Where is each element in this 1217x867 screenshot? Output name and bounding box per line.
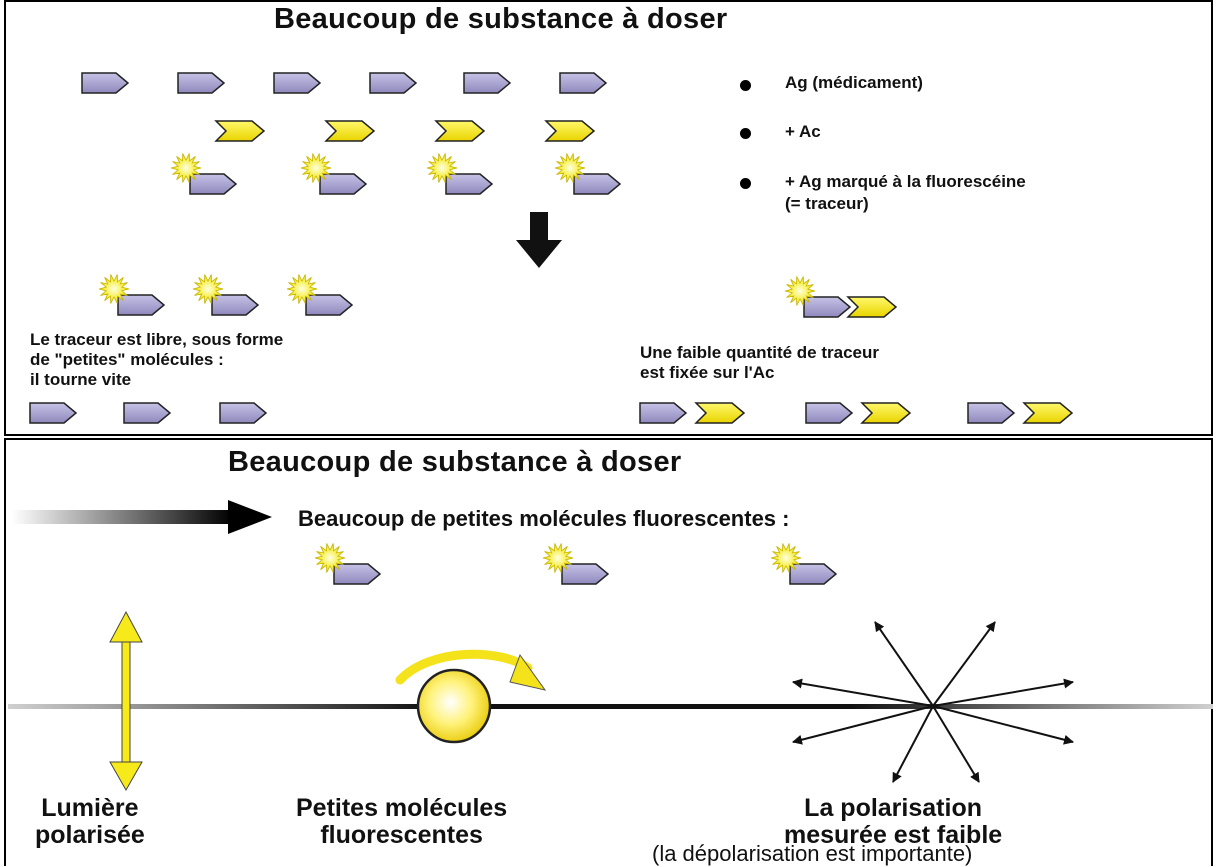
legend-tracer: + Ag marqué à la fluorescéine (785, 172, 1026, 191)
antigen-shape-icon (369, 72, 418, 94)
legend-antibody: + Ac (785, 122, 821, 141)
arrow-caption: Beaucoup de petites molécules fluorescen… (298, 506, 790, 531)
antigen-shape-icon (211, 294, 260, 316)
antigen-shape-icon (189, 173, 238, 195)
antigen-shape-icon (333, 563, 382, 585)
antibody-shape-icon (860, 402, 912, 424)
fluorescein-star-icon (542, 543, 574, 573)
scatter-arrow (792, 678, 934, 707)
legend-antigen: Ag (médicament) (785, 73, 923, 92)
label-polarisation: La polarisation mesurée est faible (784, 794, 1003, 849)
antigen-antibody-complex-row (639, 402, 1074, 424)
fluorescein-star-icon (784, 276, 816, 306)
fluorescein-star-icon (286, 274, 318, 304)
top-title: Beaucoup de substance à doser (274, 3, 728, 35)
fluorescein-star-icon (98, 274, 130, 304)
legend-bullet-antibody (740, 128, 751, 139)
antibody-shape-icon (694, 402, 746, 424)
antibody-shape-icon (214, 120, 266, 142)
antigen-shape-icon (219, 402, 268, 424)
free-antigen-row (29, 402, 268, 424)
antibody-shape-icon (324, 120, 376, 142)
fluorescein-star-icon (770, 543, 802, 573)
gradient-arrow-icon (12, 500, 272, 534)
scatter-arrow (932, 621, 996, 707)
antigen-shape-icon (81, 72, 130, 94)
bottom-title: Beaucoup de substance à doser (228, 446, 682, 478)
antigen-shape-icon (445, 173, 494, 195)
fluorescein-star-icon (300, 153, 332, 183)
left-caption: Le traceur est libre, sous forme de "pet… (30, 330, 284, 389)
depolarized-scatter-arrows-icon (792, 621, 1074, 783)
antigen-shape-icon (123, 402, 172, 424)
rotation-arrow-icon (395, 649, 533, 685)
antigen-shape-icon (639, 402, 688, 424)
antigen-shape-icon (117, 294, 166, 316)
antibody-row (214, 120, 596, 142)
antigen-shape-icon (967, 402, 1016, 424)
antigen-shape-icon (319, 173, 368, 195)
scatter-arrow (792, 705, 934, 745)
label-polarisation-note: (la dépolarisation est importante) (652, 841, 973, 866)
right-caption: Une faible quantité de traceur est fixée… (640, 343, 879, 382)
free-tracer-group (98, 274, 354, 316)
fluorescein-star-icon (426, 153, 458, 183)
antigen-shape-icon (29, 402, 78, 424)
legend-bullet-tracer (740, 178, 751, 189)
bound-tracer-group (784, 276, 898, 318)
legend-tracer-note: (= traceur) (785, 194, 869, 213)
antigen-shape-icon (561, 563, 610, 585)
antigen-shape-icon (573, 173, 622, 195)
antibody-shape-icon (846, 296, 898, 318)
antigen-shape-icon (463, 72, 512, 94)
scatter-arrow (892, 705, 934, 783)
antigen-shape-icon (305, 294, 354, 316)
fluorescent-molecule-row (314, 543, 838, 585)
scatter-arrow (874, 621, 934, 707)
scatter-arrow (932, 705, 980, 783)
rotating-molecule-icon (416, 668, 492, 744)
antibody-shape-icon (544, 120, 596, 142)
label-polarized-light: Lumière polarisée (35, 794, 145, 849)
bottom-panel (4, 438, 1213, 866)
fluorescein-star-icon (314, 543, 346, 573)
antigen-shape-icon (273, 72, 322, 94)
antigen-shape-icon (803, 296, 852, 318)
antigen-shape-icon (789, 563, 838, 585)
scatter-arrow (932, 705, 1074, 745)
polarized-light-double-arrow-icon (109, 610, 143, 792)
antigen-shape-icon (559, 72, 608, 94)
fluorescein-star-icon (554, 153, 586, 183)
antibody-shape-icon (434, 120, 486, 142)
antibody-shape-icon (1022, 402, 1074, 424)
legend-bullet-antigen (740, 80, 751, 91)
label-small-molecules: Petites molécules fluorescentes (296, 794, 508, 849)
antigen-shape-icon (177, 72, 226, 94)
fluorescein-star-icon (170, 153, 202, 183)
top-panel (4, 0, 1213, 436)
down-arrow-icon (516, 212, 562, 268)
antigen-shape-icon (805, 402, 854, 424)
light-beam-line (8, 704, 1213, 709)
fluorescein-star-icon (192, 274, 224, 304)
scatter-arrow (932, 678, 1074, 707)
tracer-row (170, 153, 622, 195)
antigen-row (81, 72, 608, 94)
